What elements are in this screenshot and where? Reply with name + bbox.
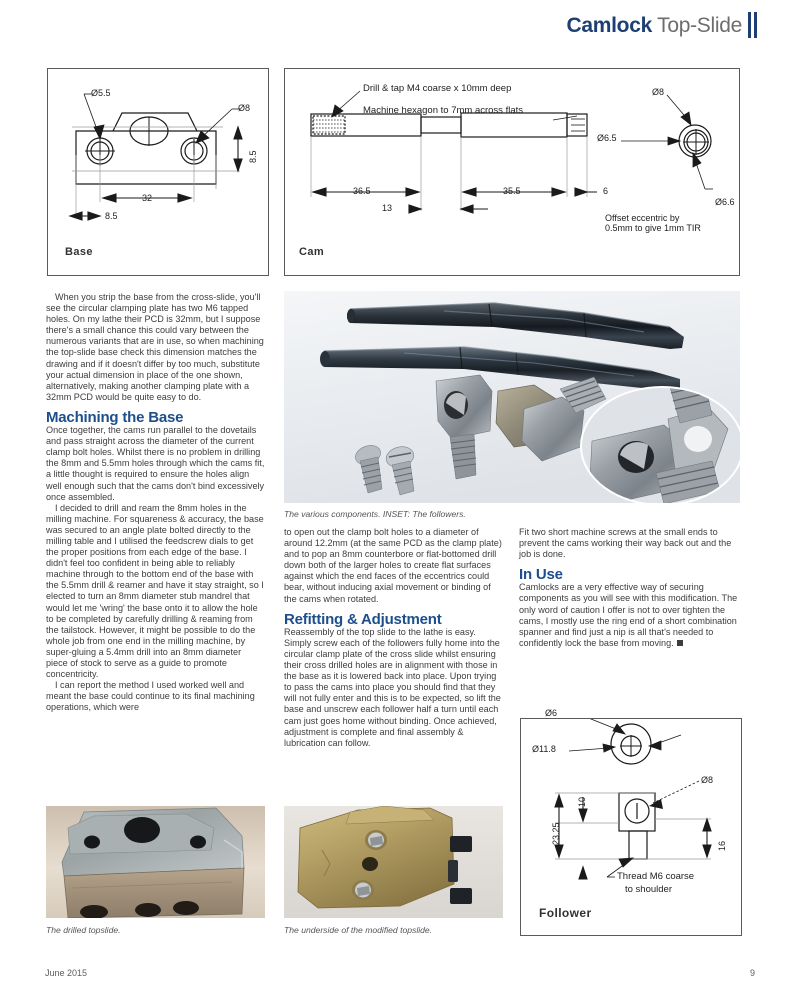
follower-dim-10: 10 [577,796,587,807]
cam-note-offset-2: 0.5mm to give 1mm TIR [605,223,701,233]
article-column-2: to open out the clamp bolt holes to a di… [284,527,503,749]
follower-note-thread-1: Thread M6 coarse [617,871,695,882]
cam-drawing-label: Cam [299,246,325,258]
col1-intro: When you strip the base from the cross-s… [46,292,264,402]
col1-para-2: I decided to drill and ream the 8mm hole… [46,502,264,680]
base-dim-85-y: 8.5 [248,150,258,163]
cam-dim-d8: Ø8 [652,87,665,97]
heading-in-use: In Use [519,566,563,584]
col3-para-1: Fit two short machine screws at the smal… [519,527,732,560]
cam-note-hex: Machine hexagon to 7mm across flats [363,105,523,116]
follower-dim-d8: Ø8 [701,775,714,785]
heading-refitting-adjustment: Refitting & Adjustment [284,610,442,628]
article-column-1: When you strip the base from the cross-s… [46,292,265,713]
cam-dim-6: 6 [603,186,609,196]
caption-main-photo: The various components. INSET: The follo… [284,509,466,519]
follower-dim-2325: 23.25 [551,822,561,845]
page-title-primary: Camlock [566,14,653,37]
cam-note-tap: Drill & tap M4 coarse x 10mm deep [363,83,512,94]
drawing-follower: Ø6 Ø11.8 Ø8 23.25 10 16 Thread M6 coarse… [520,708,742,936]
cam-drawing-svg [310,90,713,214]
col3-para-2: Camlocks are a very effective way of sec… [519,582,740,649]
follower-dim-16: 16 [717,840,727,851]
base-drawing-label: Base [65,246,93,258]
cam-dim-d66: Ø6.6 [715,197,735,207]
drawing-cam: Drill & tap M4 coarse x 10mm deep Machin… [284,68,740,276]
photo-modified-topslide-underside [284,806,503,918]
base-dim-85-x: 8.5 [105,211,118,221]
drawing-base: Ø5.5 Ø8 32 8.5 8.5 Base [47,68,269,276]
caption-photo-left: The drilled topslide. [46,925,121,935]
col3-para-2-text: Camlocks are a very effective way of sec… [519,582,738,648]
cam-dim-365: 36.5 [353,186,371,196]
cam-note-offset-1: Offset eccentric by [605,213,680,223]
cam-dim-13: 13 [382,203,393,213]
base-dim-32: 32 [142,193,153,203]
col2-para-1: to open out the clamp bolt holes to a di… [284,527,502,604]
caption-photo-right: The underside of the modified topslide. [284,925,433,935]
photo-drilled-topslide [46,806,265,918]
base-dim-d55: Ø5.5 [91,88,111,98]
follower-drawing-label: Follower [539,906,592,920]
header-rule-icon [748,12,760,38]
col2-para-2: Reassembly of the top slide to the lathe… [284,626,501,748]
page-header: Camlock Top-Slide [0,0,800,58]
cam-dim-355: 35.5 [503,186,521,196]
heading-machining-the-base: Machining the Base [46,408,184,426]
follower-drawing-svg [554,719,712,880]
follower-note-thread-2: to shoulder [625,884,673,895]
follower-dim-d118: Ø11.8 [532,744,556,754]
page-title-secondary: Top-Slide [651,14,742,37]
footer-date: June 2015 [45,968,88,978]
base-dim-d8: Ø8 [238,103,251,113]
photo-various-components [284,291,740,503]
col1-para-3: I can report the method I used worked we… [46,680,255,713]
follower-dim-d6: Ø6 [545,708,558,718]
cam-dim-d65: Ø6.5 [597,133,617,143]
end-of-article-mark [676,639,683,646]
article-column-3: Fit two short machine screws at the smal… [519,527,740,649]
col1-para-1: Once together, the cams run parallel to … [46,425,265,502]
page-title: Camlock Top-Slide [566,14,743,38]
footer-page-number: 9 [749,968,755,978]
base-drawing-svg [68,93,243,221]
